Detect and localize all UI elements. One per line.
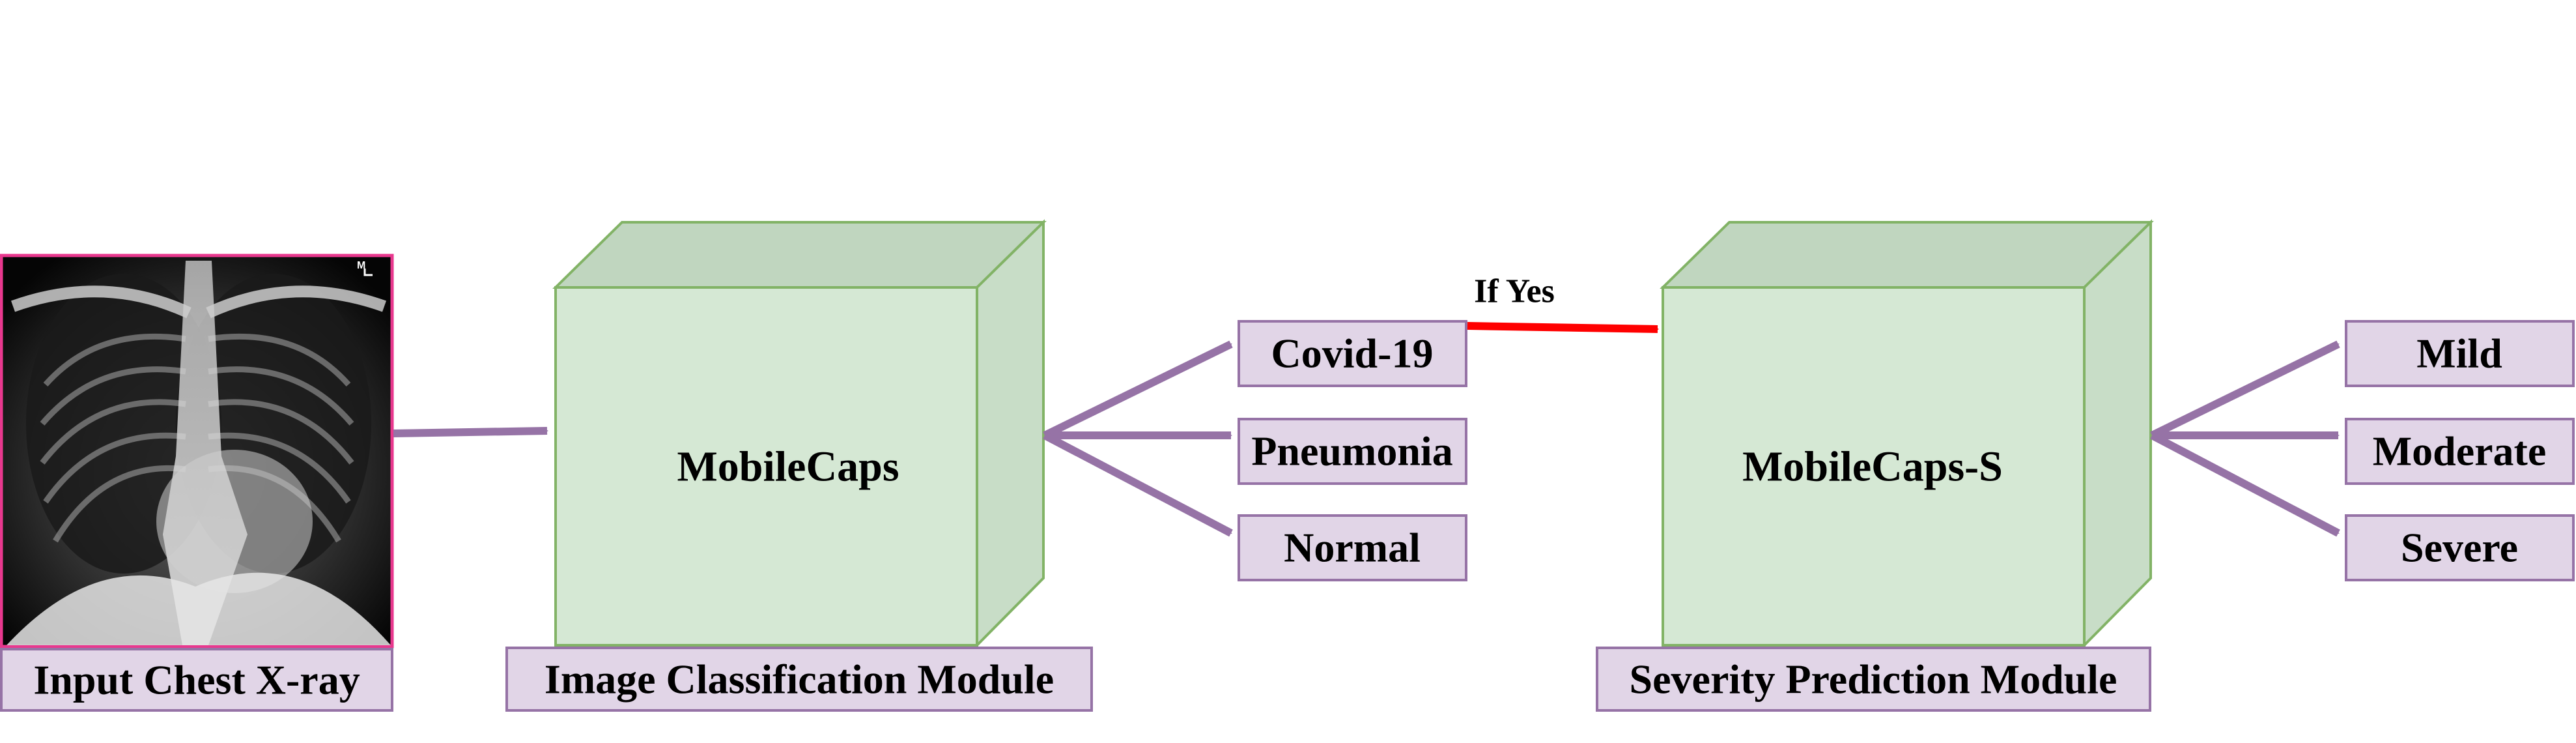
output-severe: Severe (2345, 514, 2575, 581)
severity-title: MobileCaps-S (1742, 443, 2003, 491)
output-mild-label: Mild (2416, 330, 2502, 377)
arrow-input-to-classifier (393, 427, 548, 437)
chest-xray-image: M (0, 254, 394, 648)
output-covid-label: Covid-19 (1271, 330, 1434, 377)
classification-module-caption: Image Classification Module (505, 647, 1093, 712)
severity-caption: Severity Prediction Module (1630, 656, 2117, 703)
arrow-to-normal (1043, 431, 1233, 537)
output-pneumonia-label: Pneumonia (1251, 428, 1452, 474)
output-mild: Mild (2345, 320, 2575, 387)
xray-marker-text: M (357, 260, 365, 271)
condition-label: If Yes (1474, 273, 1555, 310)
input-label-box: Input Chest X-ray (0, 648, 393, 712)
output-normal: Normal (1238, 514, 1467, 581)
classification-caption: Image Classification Module (545, 656, 1054, 703)
arrow-to-mild (2150, 340, 2340, 439)
classifier-title: MobileCaps (677, 443, 899, 491)
arrow-to-covid (1043, 340, 1233, 439)
arrow-to-severe (2150, 431, 2340, 537)
input-label: Input Chest X-ray (33, 657, 360, 703)
output-covid: Covid-19 (1238, 320, 1467, 387)
conditional-arrow (1467, 322, 1659, 333)
output-pneumonia: Pneumonia (1238, 418, 1467, 485)
output-moderate-label: Moderate (2373, 428, 2547, 474)
output-normal-label: Normal (1284, 525, 1421, 571)
output-severe-label: Severe (2401, 525, 2518, 571)
classification-cube: MobileCaps (552, 219, 1047, 648)
output-moderate: Moderate (2345, 418, 2575, 485)
severity-cube: MobileCaps-S (1660, 219, 2154, 648)
severity-module-caption: Severity Prediction Module (1596, 647, 2151, 712)
